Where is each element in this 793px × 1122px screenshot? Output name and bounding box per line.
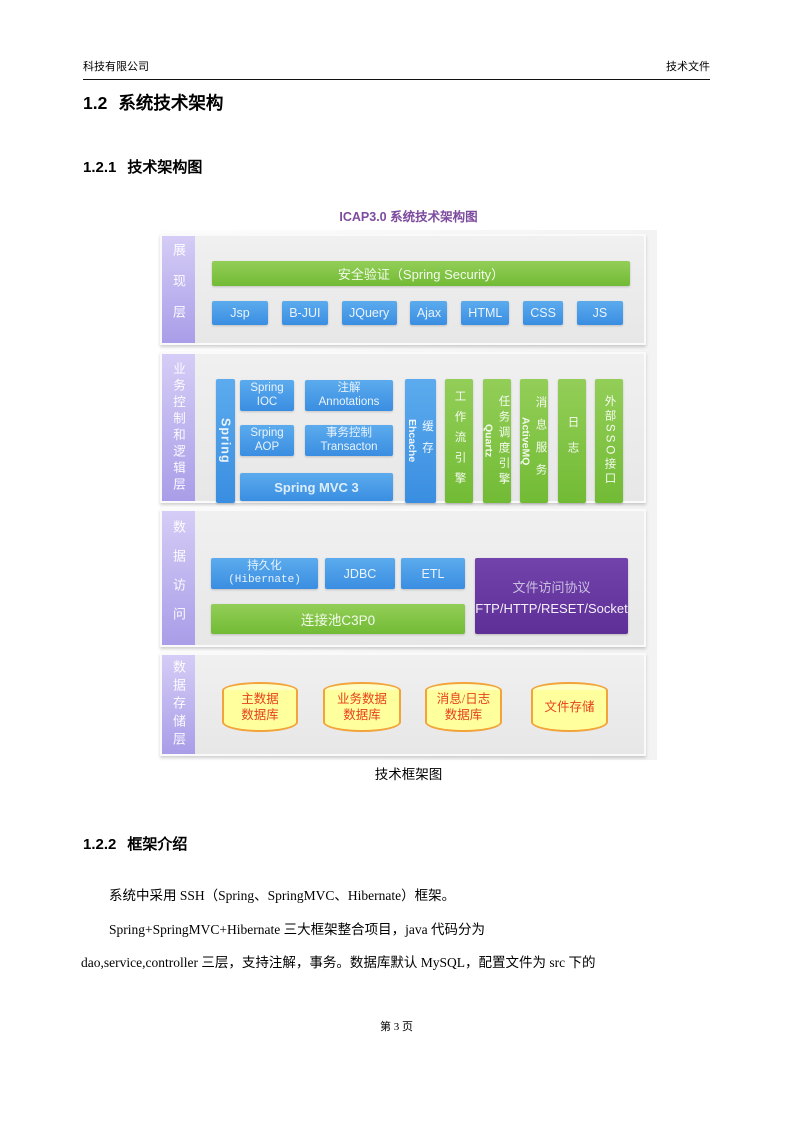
- layer-label-data-storage: 数据存储层: [162, 655, 195, 754]
- header-doc-type: 技术文件: [666, 61, 710, 73]
- bar-en-text: Quartz: [482, 424, 495, 458]
- external-sso-bar: 外部SSO接口: [595, 379, 623, 503]
- workflow-engine-bar: 工作流引擎: [445, 379, 473, 503]
- layer-data-storage: 数据存储层 主数据 数据库 业务数据 数据库: [160, 653, 646, 756]
- cylinder-line: 数据库: [241, 708, 279, 722]
- heading-text: 框架介绍: [127, 836, 188, 853]
- box-transaction: 事务控制 Transacton: [305, 425, 393, 456]
- cylinder-label: 主数据 数据库: [222, 684, 298, 732]
- architecture-diagram: 展现层 安全验证（Spring Security） Jsp B-JUI JQue…: [160, 230, 657, 760]
- diagram-title: ICAP3.0 系统技术架构图: [339, 210, 478, 224]
- box-line: IOC: [256, 395, 278, 408]
- box-line: Transacton: [320, 440, 378, 453]
- bar-cn-text: 消息服务: [534, 396, 547, 486]
- bar-cn-text: 工作流引擎: [453, 389, 466, 493]
- ehcache-bar: Ehcache 缓存: [405, 379, 436, 503]
- layer-business-logic: 业务控制和逻辑层 Spring Spring IOC 注解 Annotation…: [160, 352, 646, 503]
- cylinder-line: 数据库: [343, 708, 381, 722]
- tech-box-bjui: B-JUI: [281, 301, 328, 325]
- cylinder-body: [425, 690, 502, 732]
- cylinder-line: 消息/日志: [436, 692, 491, 707]
- heading-number: 1.2.2: [83, 836, 117, 853]
- cylinder-line: 文件存储: [544, 700, 595, 715]
- heading-1-2: 1.2 系统技术架构: [83, 90, 223, 115]
- tech-box-jquery: JQuery: [341, 301, 397, 325]
- tech-box-ajax: Ajax: [410, 301, 448, 325]
- spring-bar: Spring: [216, 379, 235, 503]
- ehcache-en-text: Ehcache: [406, 419, 418, 463]
- bar-cn-text: 日志: [566, 415, 579, 467]
- cylinder-label: 消息/日志 数据库: [425, 684, 502, 732]
- file-protocol-title: 文件访问协议: [512, 579, 591, 595]
- frontend-tech-row: Jsp B-JUI JQuery Ajax HTML CSS JS: [212, 301, 623, 325]
- box-spring-ioc: Spring IOC: [240, 380, 294, 411]
- layer-data-access: 数据访问 持久化 (Hibernate) JDBC ETL 连接池C3P0 文件…: [160, 509, 646, 647]
- paragraph-line-1: 系统中采用 SSH（Spring、SpringMVC、Hibernate）框架。: [109, 888, 456, 903]
- heading-1-2-1: 1.2.1 技术架构图: [83, 156, 202, 177]
- file-protocol-list: FTP/HTTP/RESET/Socket: [475, 600, 628, 616]
- heading-number: 1.2: [83, 93, 108, 113]
- heading-text: 系统技术架构: [118, 93, 224, 113]
- layer-presentation: 展现层 安全验证（Spring Security） Jsp B-JUI JQue…: [160, 234, 646, 345]
- page-header: 科技有限公司 技术文件: [83, 58, 710, 80]
- layer-label-text: 数据存储层: [171, 659, 186, 750]
- paragraph-line-2: Spring+SpringMVC+Hibernate 三大框架整合项目，java…: [109, 922, 485, 937]
- security-bar: 安全验证（Spring Security）: [212, 261, 630, 286]
- quartz-scheduler-bar: Quartz 任务调度引擎: [483, 379, 511, 503]
- cylinder-business-db: 业务数据 数据库: [323, 682, 401, 732]
- box-line: Srping: [250, 426, 284, 439]
- cylinder-main-db: 主数据 数据库: [222, 682, 298, 732]
- cylinder-label: 业务数据 数据库: [323, 684, 401, 732]
- log-bar: 日志: [558, 379, 586, 503]
- header-company: 科技有限公司: [83, 61, 149, 73]
- tech-box-js: JS: [576, 301, 623, 325]
- bar-cn-text: 任务调度引擎: [497, 394, 510, 488]
- cylinder-message-log-db: 消息/日志 数据库: [425, 682, 502, 732]
- box-line: AOP: [254, 440, 280, 453]
- cylinder-line: 数据库: [444, 708, 483, 722]
- layer-label-business-logic: 业务控制和逻辑层: [162, 354, 195, 501]
- spring-bar-text: Spring: [218, 418, 233, 464]
- ehcache-cn-text: 缓存: [421, 419, 433, 463]
- bar-cn-text: 外部SSO接口: [603, 395, 616, 487]
- box-line: (Hibernate): [228, 573, 301, 586]
- cylinder-label: 文件存储: [531, 684, 608, 732]
- box-hibernate: 持久化 (Hibernate): [211, 558, 318, 589]
- box-line: 事务控制: [326, 426, 372, 439]
- box-line: Annotations: [318, 395, 380, 408]
- box-line: 持久化: [247, 560, 282, 572]
- cylinder-line: 主数据: [241, 692, 279, 707]
- file-protocol-box: 文件访问协议 FTP/HTTP/RESET/Socket: [475, 558, 628, 634]
- box-etl: ETL: [401, 558, 465, 589]
- cylinder-line: 业务数据: [336, 692, 387, 707]
- cylinder-body: [222, 690, 298, 732]
- box-line: 注解: [337, 381, 361, 394]
- connection-pool-bar: 连接池C3P0: [211, 604, 465, 634]
- tech-box-css: CSS: [523, 301, 564, 325]
- layer-label-text: 业务控制和逻辑层: [171, 361, 185, 494]
- activemq-message-bar: ActiveMQ 消息服务: [520, 379, 548, 503]
- box-spring-mvc: Spring MVC 3: [240, 473, 393, 501]
- bar-en-text: ActiveMQ: [519, 416, 532, 466]
- cylinder-file-storage: 文件存储: [531, 682, 608, 732]
- box-line: Spring: [250, 381, 284, 394]
- tech-box-jsp: Jsp: [212, 301, 268, 325]
- box-annotations: 注解 Annotations: [305, 380, 393, 411]
- layer-label-data-access: 数据访问: [162, 511, 195, 645]
- heading-1-2-2: 1.2.2 框架介绍: [83, 833, 187, 854]
- cylinder-body: [531, 690, 608, 732]
- diagram-caption: 技术框架图: [374, 767, 443, 782]
- layer-label-presentation: 展现层: [162, 236, 195, 343]
- layer-label-text: 展现层: [171, 243, 186, 336]
- paragraph-line-3: dao,service,controller 三层，支持注解，事务。数据库默认 …: [81, 955, 596, 970]
- tech-box-html: HTML: [461, 301, 510, 325]
- layer-label-text: 数据访问: [171, 520, 186, 636]
- cylinder-body: [323, 690, 401, 732]
- heading-text: 技术架构图: [127, 159, 203, 176]
- heading-number: 1.2.1: [83, 159, 117, 176]
- footer-page-number: 第 3 页: [380, 1021, 413, 1033]
- box-spring-aop: Srping AOP: [240, 425, 294, 456]
- box-jdbc: JDBC: [325, 558, 395, 589]
